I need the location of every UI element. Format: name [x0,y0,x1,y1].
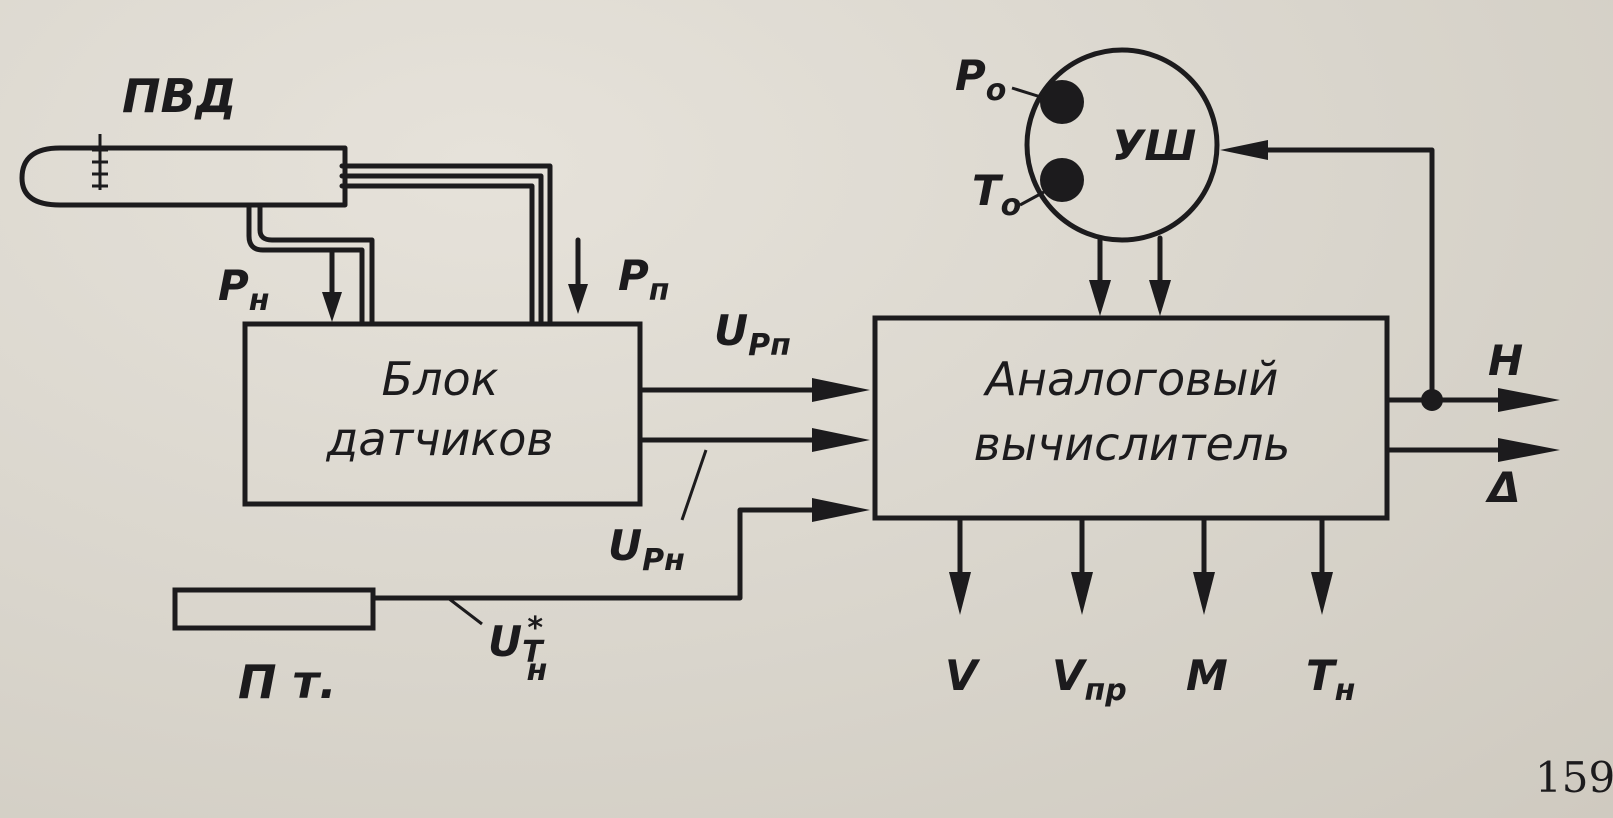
u-pp-label: UPп [714,306,791,363]
pvd-label: ПВД [122,69,237,123]
analog-computer-line1: Аналоговый [983,352,1279,406]
v-label: V [945,651,981,700]
pipe-static-pressure [246,202,375,325]
ush-unit [1024,47,1220,243]
arrow-pp [568,237,588,314]
output-v-arrow [949,517,971,615]
analog-computer-line2: вычислитель [974,417,1291,471]
arrow-pn [322,247,342,322]
vpr-label: Vпр [1052,651,1127,708]
pvd-tube [19,134,348,208]
page-number: 159 [1535,753,1613,802]
t0-knob [1040,158,1084,202]
u-pn-label: UPн [608,521,685,578]
temperature-probe [172,587,376,631]
output-tn-arrow [1311,517,1333,615]
tn-label: Tн [1306,651,1355,708]
delta-label: Δ [1485,463,1521,512]
sensor-block-line1: Блок [382,352,499,406]
output-vpr-arrow [1071,517,1093,615]
output-delta [1386,438,1560,462]
output-m-arrow [1193,517,1215,615]
p0-label: Pо [955,51,1006,108]
pp-label: Pп [618,251,670,308]
m-label: M [1186,651,1228,700]
pt-label: П т. [238,655,337,709]
h-label: H [1488,336,1523,385]
ush-to-computer-arrows [1089,235,1171,316]
t0-label: Tо [972,166,1021,223]
sensor-block [242,321,643,507]
pipe-total-pressure [339,163,553,325]
sensor-block-line2: датчиков [326,412,554,466]
analog-computer-block [872,315,1390,521]
ush-label: УШ [1112,121,1196,170]
output-h [1220,140,1560,412]
signal-u-pp [639,378,870,402]
pn-label: Pн [218,261,270,318]
signal-u-pn [639,428,870,521]
p0-knob [1040,80,1084,124]
signal-u-tn [370,498,870,626]
